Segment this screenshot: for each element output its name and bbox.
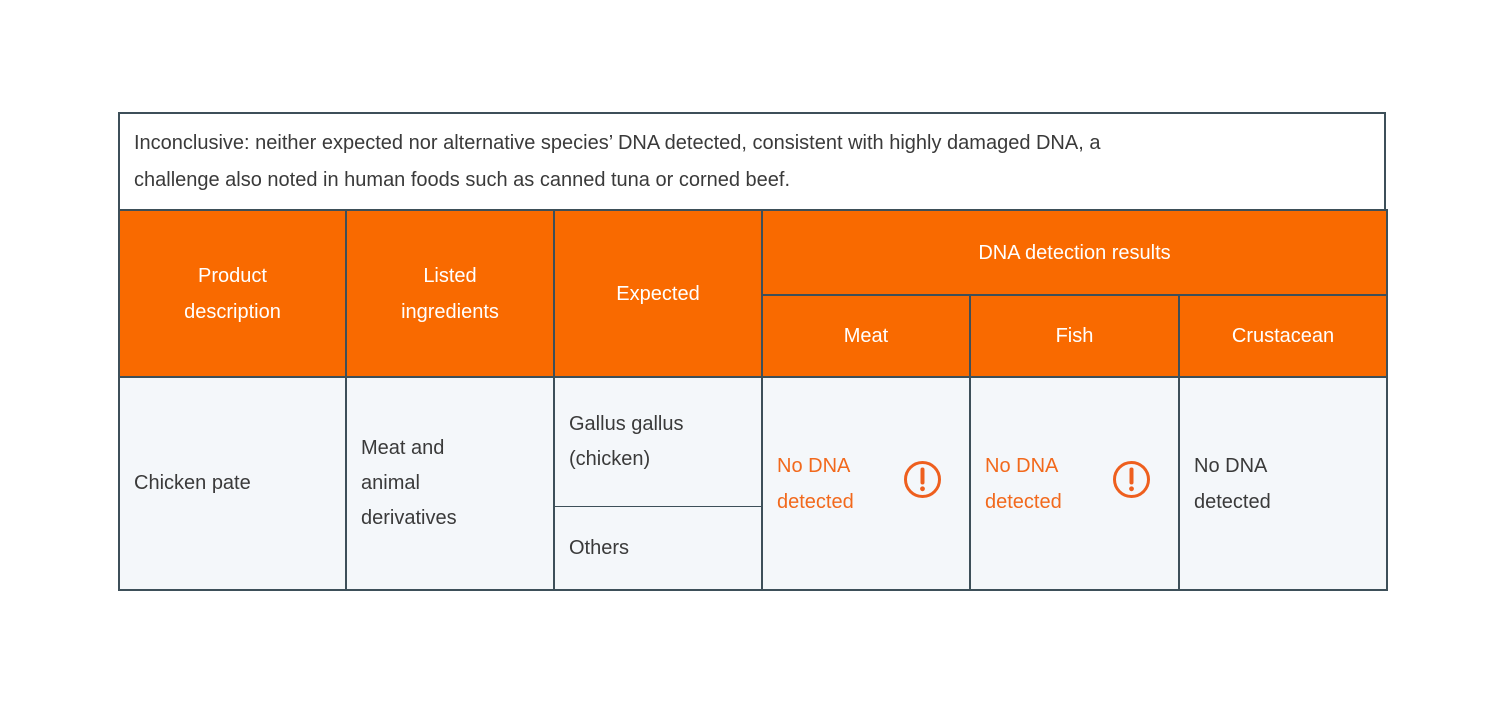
header-label-line: Product <box>198 264 267 287</box>
header-product-description: Product description <box>118 209 347 378</box>
result-text: No DNA detected <box>777 448 854 520</box>
fish-result: No DNA detected <box>971 448 1178 520</box>
expected-primary: Gallus gallus (chicken) <box>555 378 761 506</box>
expected-secondary-label: Others <box>569 536 630 559</box>
header-expected: Expected <box>553 209 763 378</box>
expected-primary-line: Gallus gallus <box>569 413 684 435</box>
warning-circle-exclamation-icon <box>1111 459 1152 500</box>
ingredients-line: derivatives <box>361 507 457 529</box>
result-text-line: detected <box>985 490 1062 513</box>
result-text-line: detected <box>1194 490 1271 513</box>
header-fish: Fish <box>969 294 1180 378</box>
crustacean-result: No DNA detected <box>1180 448 1386 520</box>
dna-results-table: Product description Listed ingredients E… <box>118 209 1389 591</box>
header-label-line: description <box>184 300 281 323</box>
result-text-line: No DNA <box>777 454 851 477</box>
header-label-line: Listed <box>423 264 477 287</box>
warning-circle-exclamation-icon <box>902 459 943 500</box>
note-line: Inconclusive: neither expected nor alter… <box>134 132 1101 154</box>
cell-fish-result: No DNA detected <box>969 376 1180 591</box>
report-panel: Inconclusive: neither expected nor alter… <box>118 112 1389 591</box>
cell-expected: Gallus gallus (chicken) Others <box>553 376 763 591</box>
cell-meat-result: No DNA detected <box>761 376 971 591</box>
header-meat: Meat <box>761 294 971 378</box>
ingredients-line: Meat and <box>361 437 445 459</box>
table-row: Chicken pate Meat and animal derivatives… <box>118 376 1389 591</box>
result-text-line: No DNA <box>985 454 1059 477</box>
header-listed-ingredients: Listed ingredients <box>345 209 555 378</box>
header-crustacean: Crustacean <box>1177 294 1389 378</box>
inconclusive-note: Inconclusive: neither expected nor alter… <box>118 112 1386 211</box>
cell-product-description: Chicken pate <box>118 376 347 591</box>
header-dna-detection-results: DNA detection results <box>760 209 1389 296</box>
header-label-line: ingredients <box>401 300 499 323</box>
meat-result: No DNA detected <box>763 448 969 520</box>
expected-primary-line: (chicken) <box>569 448 651 470</box>
result-text-line: detected <box>777 490 854 513</box>
note-line: challenge also noted in human foods such… <box>134 169 791 191</box>
cell-crustacean-result: No DNA detected <box>1177 376 1389 591</box>
expected-split: Gallus gallus (chicken) Others <box>555 378 761 589</box>
result-text-line: No DNA <box>1194 454 1268 477</box>
result-text: No DNA detected <box>1194 448 1271 520</box>
cell-listed-ingredients: Meat and animal derivatives <box>345 376 555 591</box>
result-text: No DNA detected <box>985 448 1062 520</box>
product-name: Chicken pate <box>134 472 251 494</box>
expected-secondary: Others <box>555 506 761 589</box>
ingredients-line: animal <box>361 472 420 494</box>
